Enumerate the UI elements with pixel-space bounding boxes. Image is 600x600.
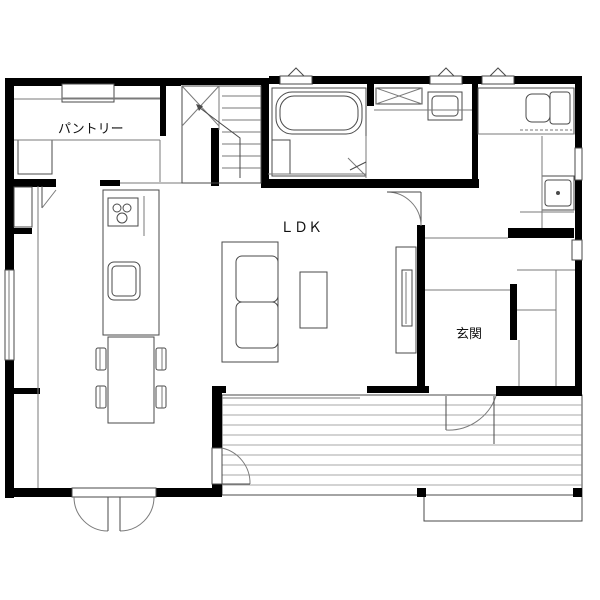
windows <box>4 83 583 485</box>
wood-deck <box>221 394 583 522</box>
room-label-entrance: 玄関 <box>456 327 482 342</box>
roof-vents <box>278 67 516 85</box>
interior-walls <box>14 84 574 394</box>
pantry-fixtures <box>14 139 211 184</box>
room-label-pantry: パントリー <box>58 122 124 137</box>
doors <box>41 161 583 532</box>
staircase <box>181 85 262 184</box>
living-furniture <box>221 241 417 363</box>
entrance-hall <box>425 237 575 386</box>
toilet-room <box>477 87 575 135</box>
room-label-ldk: ＬＤＫ <box>280 220 322 236</box>
washroom <box>374 87 472 121</box>
bathroom <box>268 87 367 178</box>
kitchen <box>37 186 160 488</box>
hall-sink <box>520 136 575 228</box>
dining-set <box>95 336 167 424</box>
